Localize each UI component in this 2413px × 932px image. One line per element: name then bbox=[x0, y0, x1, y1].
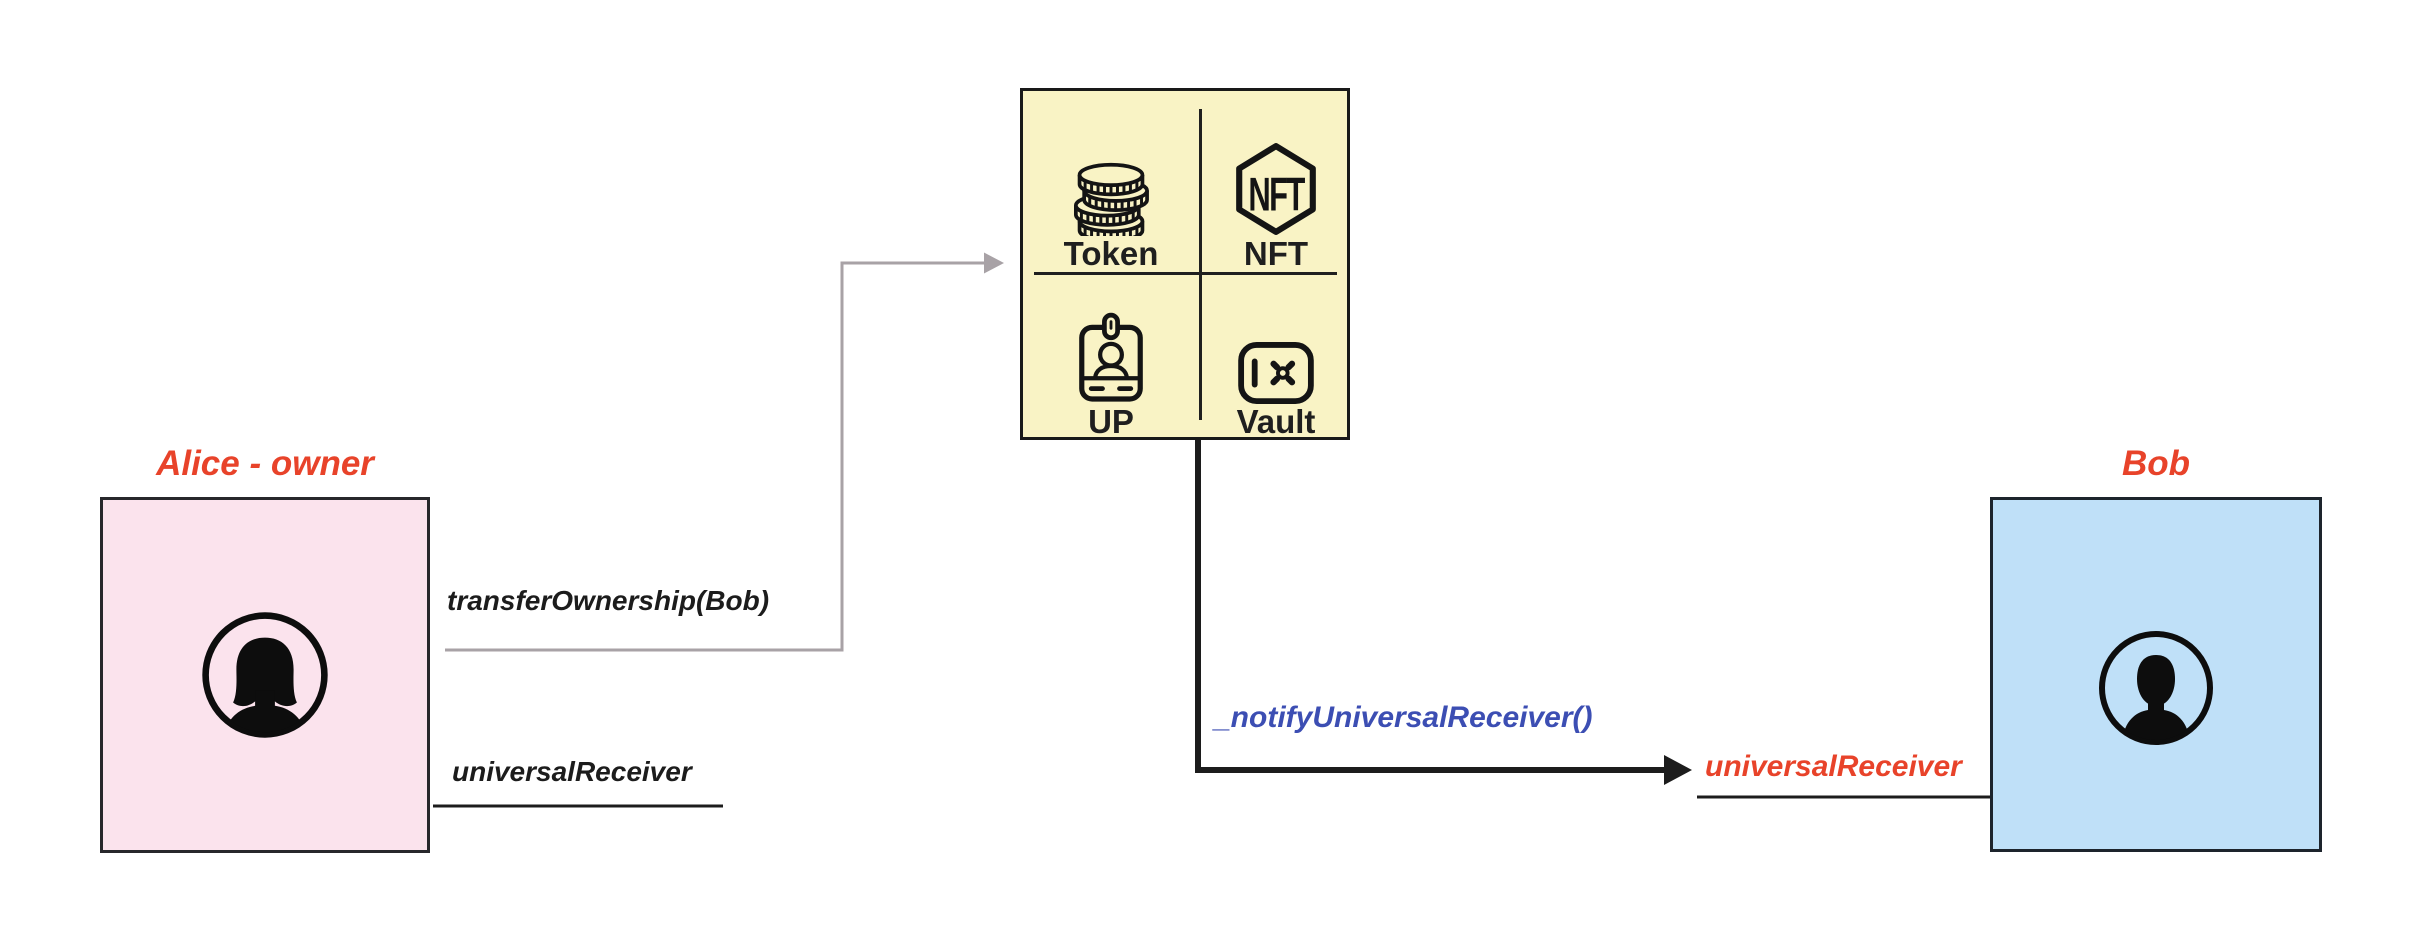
vault-label: Vault bbox=[1236, 403, 1316, 440]
assets-cell-token: Token bbox=[1023, 91, 1199, 290]
vault-safe-icon bbox=[1238, 342, 1314, 404]
token-label: Token bbox=[1063, 235, 1159, 272]
bob-title: Bob bbox=[2121, 444, 2191, 483]
nft-hexagon-icon: NFT bbox=[1236, 143, 1316, 235]
up-label: UP bbox=[1088, 403, 1134, 440]
id-badge-icon bbox=[1079, 312, 1143, 402]
assets-grid-divider-horizontal bbox=[1034, 272, 1337, 275]
alice-title: Alice - owner bbox=[156, 444, 374, 483]
assets-cell-vault: Vault bbox=[1199, 275, 1353, 448]
transfer-ownership-label: transferOwnership(Bob) bbox=[447, 585, 770, 616]
female-avatar-icon bbox=[202, 612, 328, 738]
assets-box: Token NFT NFT UP bbox=[1020, 88, 1350, 440]
bob-universal-receiver-label: universalReceiver bbox=[1705, 750, 1962, 783]
alice-box bbox=[100, 497, 430, 853]
assets-grid-divider-vertical bbox=[1199, 109, 1202, 420]
notify-universal-receiver-label: _notifyUniversalReceiver() bbox=[1214, 701, 1593, 734]
nft-label: NFT bbox=[1243, 235, 1309, 272]
nft-icon-glyph-text: NFT bbox=[1248, 169, 1305, 221]
alice-universal-receiver-label: universalReceiver bbox=[452, 756, 692, 787]
assets-cell-up: UP bbox=[1023, 275, 1199, 448]
bob-box bbox=[1990, 497, 2322, 852]
male-avatar-icon bbox=[2099, 630, 2213, 745]
assets-cell-nft: NFT NFT bbox=[1199, 91, 1353, 290]
coins-icon bbox=[1072, 162, 1150, 236]
